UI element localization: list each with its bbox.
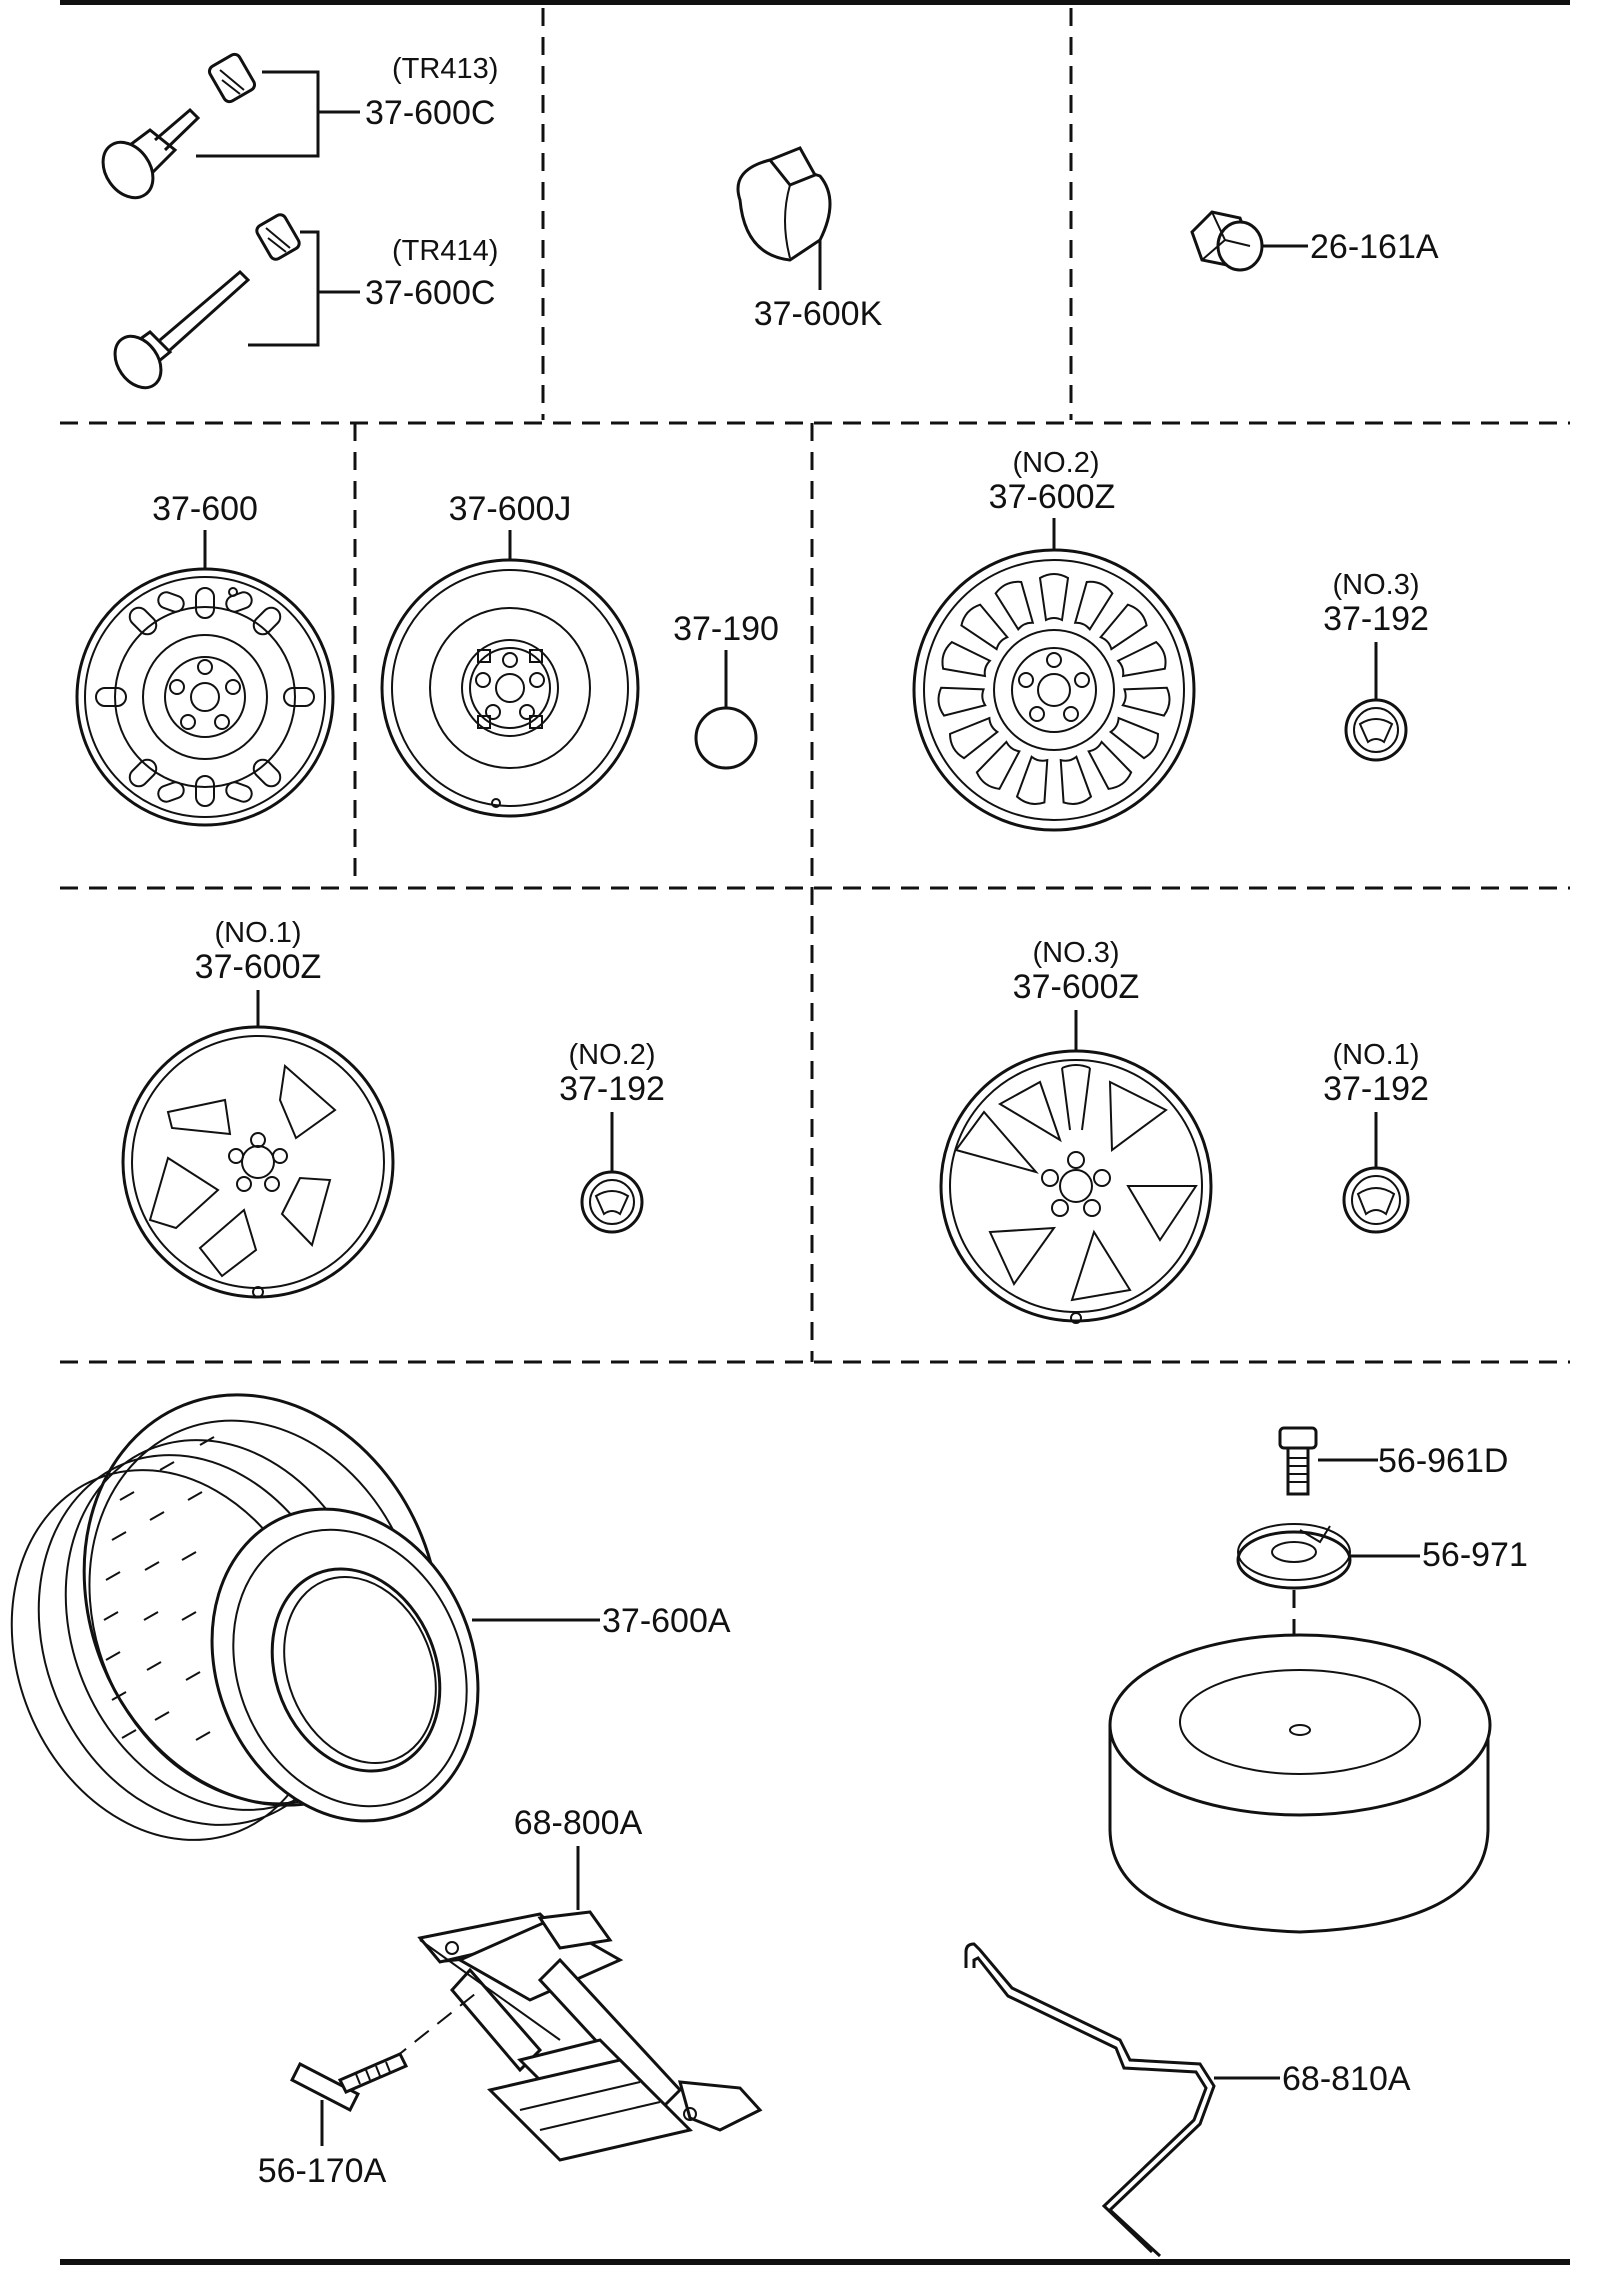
tr413-part-label: 37-600C [365,94,495,132]
alloy-no3-tag: (NO.3) [1033,937,1120,969]
cap-no3-label: 37-192 [1323,600,1429,638]
spare-wheel-label: 37-600J [449,490,572,528]
tire-icon [10,1393,480,1841]
steel-wheel-label: 37-600 [152,490,258,528]
tr413-tag: (TR413) [392,53,498,85]
alloy-no3-label: 37-600Z [1013,968,1140,1006]
spare-bolt: 56-961D [1278,1426,1508,1496]
spare-clamp: 56-971 [1236,1523,1528,1590]
alloy-no2-label: 37-600Z [989,478,1116,516]
balance-weight-label: 37-600K [754,295,883,333]
tr414-part-label: 37-600C [365,274,495,312]
alloy-no1-label: 37-600Z [195,948,322,986]
alloy-no2-tag: (NO.2) [1013,447,1100,479]
spare-clamp-label: 56-971 [1422,1536,1528,1574]
hub-cap-icon [694,706,758,770]
cap-no2-label: 37-192 [559,1070,665,1108]
alloy-wheel-no1: (NO.1) 37-600Z [121,917,395,1299]
jack-bolt: 56-170A [258,1989,481,2190]
tr414-tag: (TR414) [392,235,498,267]
spare-tire [1108,1590,1492,1934]
spare-wheel: 37-600J [380,490,640,818]
alloy-wheel-no2: (NO.2) 37-600Z [912,447,1196,832]
alloy-no1-tag: (NO.1) [215,917,302,949]
jack-handle-label: 68-810A [1282,2060,1411,2098]
alloy-wheel-icon [121,1025,395,1299]
center-cap-icon [1342,1166,1410,1234]
steel-wheel: 37-600 [75,490,335,827]
spare-wheel-icon [380,558,640,818]
cap-no2-tag: (NO.2) [569,1039,656,1071]
tire: 37-600A [10,1393,731,1841]
alloy-wheel-icon [939,1049,1213,1324]
tire-label: 37-600A [602,1602,731,1640]
spare-bolt-label: 56-961D [1378,1442,1508,1480]
jack-handle: 68-810A [964,1942,1411,2258]
center-cap-no3: (NO.3) 37-192 [1323,569,1429,762]
bolt-icon [1278,1426,1318,1496]
balance-weight: 37-600K [736,146,883,333]
balance-weight-icon [736,146,832,262]
jack-label: 68-800A [514,1804,643,1842]
jack-handle-icon [964,1942,1216,2258]
lug-nut-label: 26-161A [1310,228,1439,266]
cap-no3-tag: (NO.3) [1333,569,1420,601]
alloy-wheel-no3: (NO.3) 37-600Z [939,937,1213,1324]
center-cap-no2: (NO.2) 37-192 [559,1039,665,1234]
lug-nut: 26-161A [1190,210,1439,272]
valve-stem-tr413: (TR413) 37-600C [101,52,498,200]
hub-cap-plain: 37-190 [673,610,779,770]
valve-stem-icon [113,213,301,390]
jack-bolt-label: 56-170A [258,2152,387,2190]
lug-nut-icon [1190,210,1264,272]
clamp-icon [1236,1523,1352,1590]
hub-cap-plain-label: 37-190 [673,610,779,648]
center-cap-icon [580,1170,644,1234]
steel-wheel-icon [75,567,335,827]
valve-stem-icon [101,52,257,200]
center-cap-no1: (NO.1) 37-192 [1323,1039,1429,1234]
cap-no1-tag: (NO.1) [1333,1039,1420,1071]
jack: 68-800A [417,1804,763,2162]
scissor-jack-icon [417,1910,763,2162]
cap-no1-label: 37-192 [1323,1070,1429,1108]
center-cap-icon [1344,698,1408,762]
bolt-icon [289,2052,409,2113]
valve-stem-tr414: (TR414) 37-600C [113,213,498,390]
alloy-wheel-icon [912,548,1196,832]
